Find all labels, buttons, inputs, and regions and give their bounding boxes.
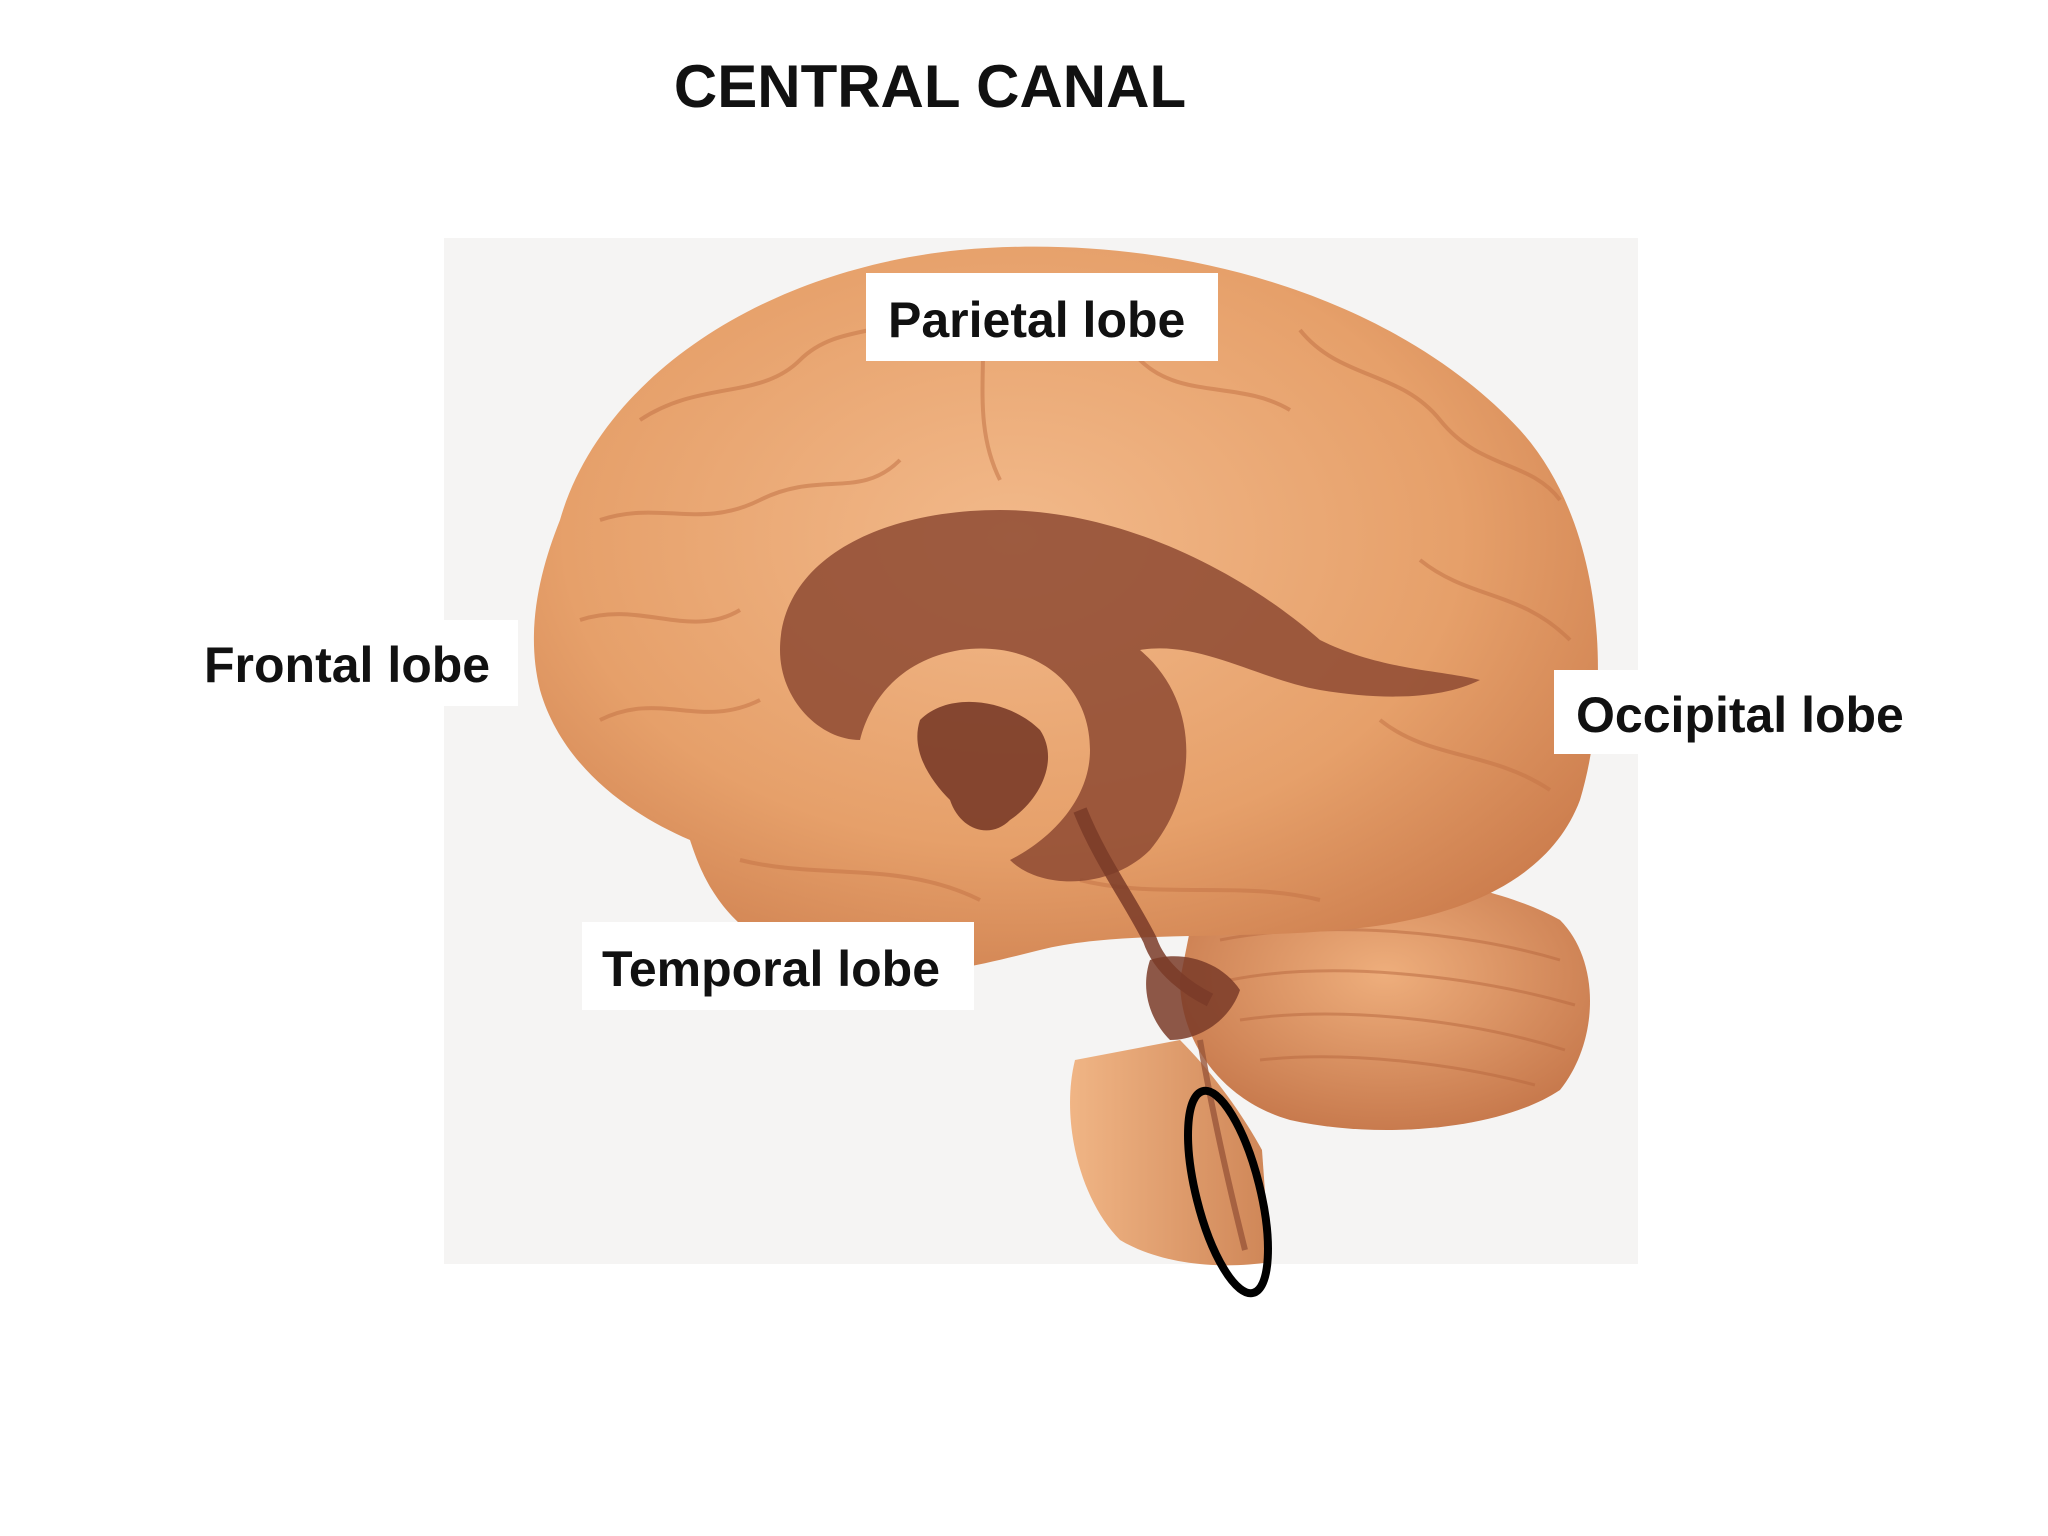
label-frontal-lobe: Frontal lobe [196, 620, 518, 706]
slide-title: CENTRAL CANAL [673, 53, 1187, 120]
label-temporal-lobe: Temporal lobe [582, 922, 974, 1010]
cerebellum [1180, 870, 1590, 1130]
fourth-ventricle [1146, 956, 1240, 1040]
label-occipital-lobe: Occipital lobe [1554, 670, 1928, 754]
highlight-ring [1184, 1086, 1272, 1298]
label-parietal-lobe: Parietal lobe [866, 273, 1218, 361]
third-ventricle [917, 701, 1049, 831]
central-canal [1197, 1039, 1248, 1251]
lateral-ventricle [780, 510, 1480, 882]
